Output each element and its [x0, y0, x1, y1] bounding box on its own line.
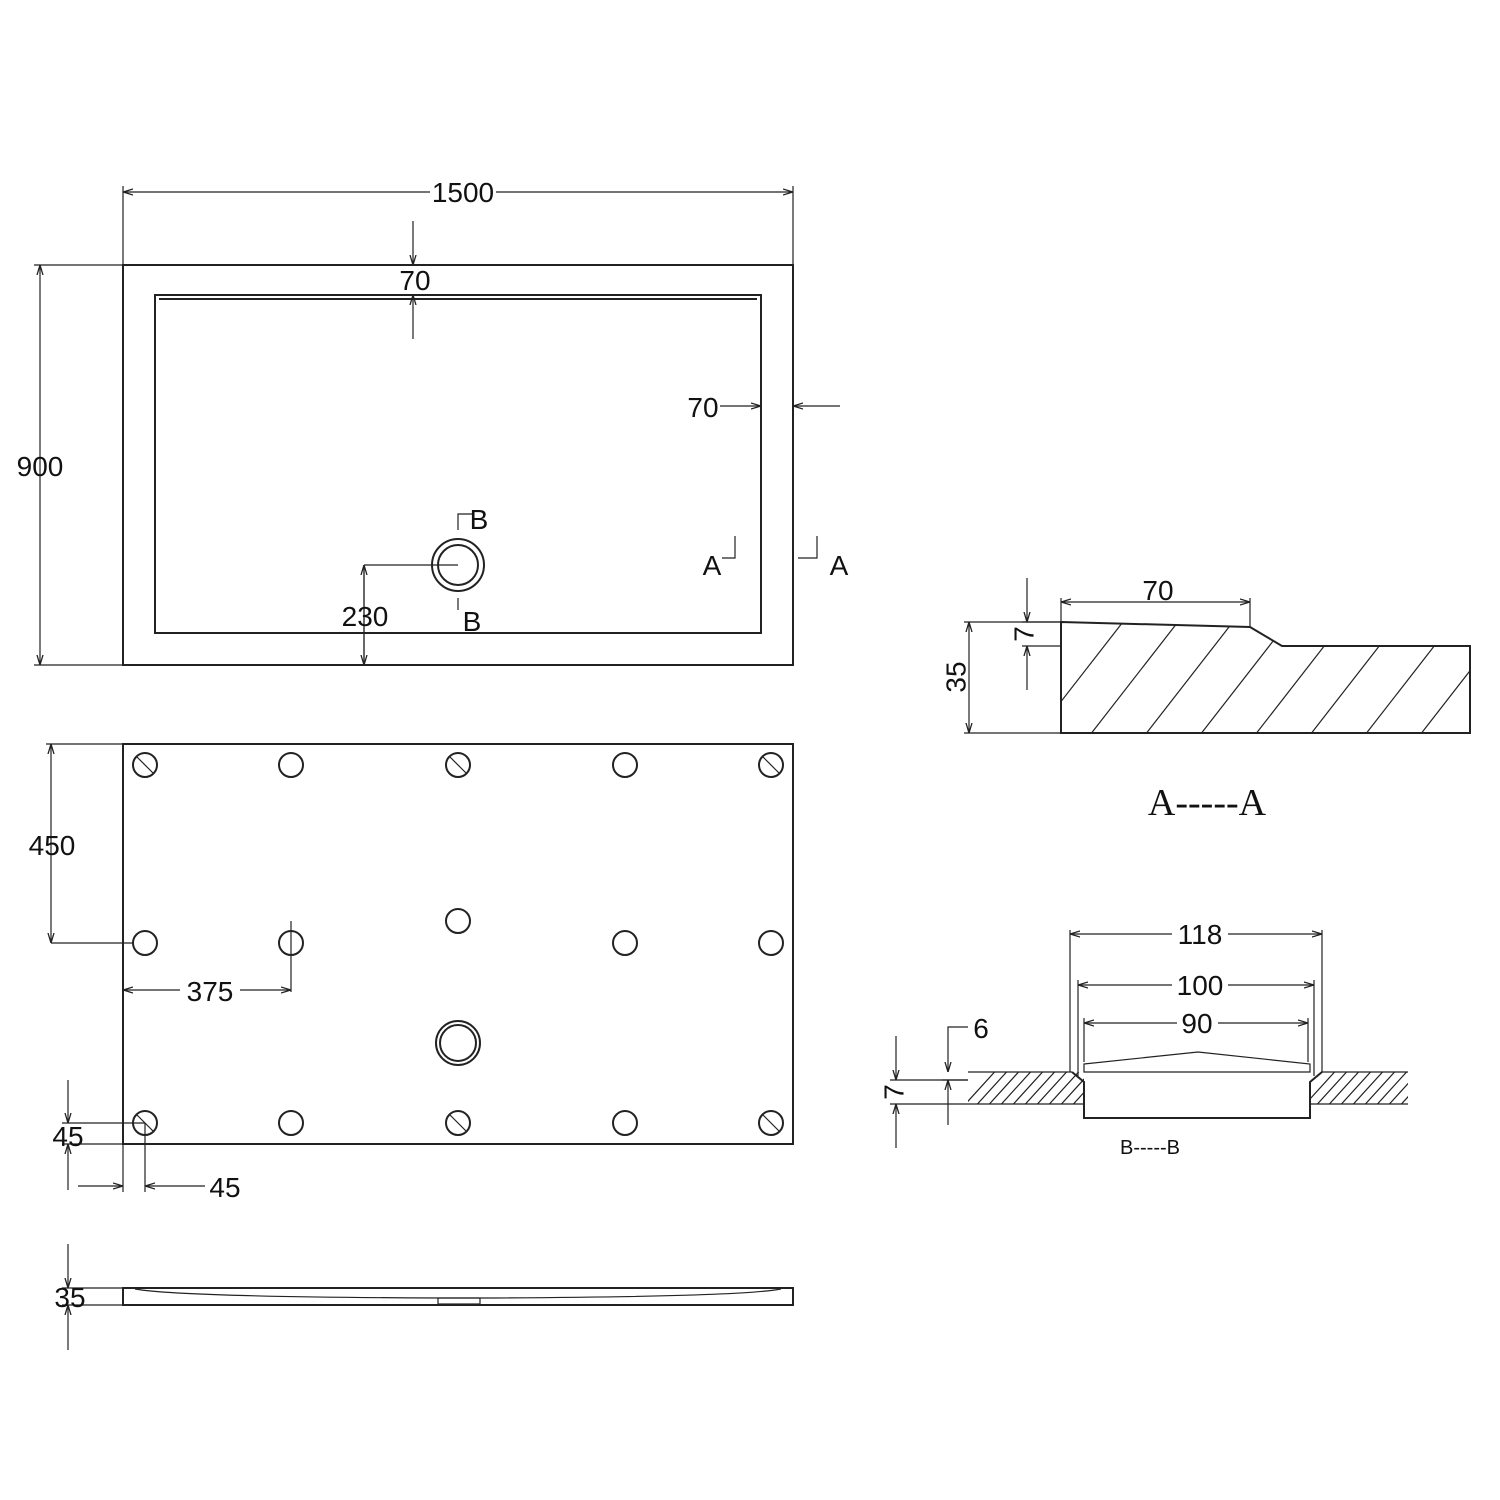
- support-foot: [612, 752, 638, 778]
- dimension-bb-depth-label: 7: [878, 1084, 909, 1100]
- dimension-edge-vertical-label: 45: [52, 1121, 83, 1152]
- side-view: 35: [54, 1244, 794, 1350]
- support-foot: [445, 752, 471, 778]
- dimension-aa-thickness-label: 35: [940, 661, 971, 692]
- dimension-aa-thickness: 35: [940, 621, 1061, 734]
- dimension-waste-offset: 230: [342, 564, 458, 665]
- top-view: 1500 900 70 70 B: [17, 177, 849, 666]
- support-foot: [758, 1110, 784, 1136]
- dimension-edge-horizontal-label: 45: [209, 1172, 240, 1203]
- tray-outline: [122, 264, 794, 666]
- support-foot: [758, 930, 784, 956]
- dimension-rim-top-label: 70: [399, 265, 430, 296]
- dimension-width: 1500: [122, 177, 794, 265]
- support-foot: [132, 752, 158, 778]
- section-bb-waste-grate: [1083, 1051, 1311, 1073]
- section-bb-waste-body: [1071, 1071, 1323, 1119]
- section-bb-hatch-right: [1310, 1072, 1408, 1104]
- tray-inner-basin: [154, 294, 762, 634]
- support-foot: [278, 752, 304, 778]
- dimension-bb-inner-label: 90: [1181, 1008, 1212, 1039]
- dimension-rim-right-label: 70: [687, 392, 718, 423]
- support-foot: [612, 1110, 638, 1136]
- dimension-edge-vertical: 45: [52, 1080, 145, 1190]
- support-feet: [132, 752, 784, 1136]
- tray-side-profile: [122, 1287, 794, 1306]
- support-foot: [758, 752, 784, 778]
- support-foot: [445, 908, 471, 934]
- dimension-height: 900: [17, 264, 123, 666]
- dimension-bb-depth: 7: [878, 1036, 968, 1148]
- bottom-view: 450 375 45 45: [29, 743, 794, 1203]
- dimension-waste-offset-label: 230: [342, 601, 389, 632]
- section-bb-title: B-----B: [1120, 1137, 1180, 1159]
- support-foot: [445, 1110, 471, 1136]
- support-foot: [278, 1110, 304, 1136]
- dimension-bb-middle-label: 100: [1177, 970, 1224, 1001]
- tray-underside: [122, 743, 794, 1145]
- dimension-bb-flange-label: 6: [973, 1013, 989, 1044]
- section-bb-hatch-left: [968, 1072, 1084, 1104]
- dimension-side-thickness: 35: [54, 1244, 123, 1350]
- dimension-leg-horizontal-label: 375: [187, 976, 234, 1007]
- section-aa: 70 7 35 A-----A: [940, 575, 1471, 824]
- dimension-aa-rim-width-label: 70: [1142, 575, 1173, 606]
- dimension-width-label: 1500: [432, 177, 494, 208]
- dimension-aa-rim-width: 70: [1060, 575, 1251, 627]
- dimension-bb-inner: 90: [1083, 1008, 1309, 1062]
- section-aa-title: A-----A: [1148, 782, 1267, 824]
- dimension-edge-horizontal: 45: [78, 1123, 241, 1203]
- dimension-height-label: 900: [17, 451, 64, 482]
- section-bb: 118 100 90 6 7 B-: [878, 919, 1408, 1159]
- section-marker-b-bottom: B: [463, 606, 482, 637]
- waste-underside: [435, 1020, 481, 1066]
- section-marker-b-top: B: [470, 504, 489, 535]
- dimension-leg-vertical-label: 450: [29, 830, 76, 861]
- dimension-rim-right: 70: [687, 392, 840, 423]
- dimension-rim-top: 70: [399, 221, 431, 339]
- dimension-bb-middle: 100: [1077, 970, 1315, 1076]
- dimension-bb-outer-label: 118: [1178, 919, 1223, 950]
- dimension-leg-horizontal: 375: [123, 921, 292, 1007]
- section-aa-outline: [1060, 620, 1471, 734]
- dimension-bb-flange: 6: [942, 1013, 989, 1125]
- section-marker-b: B B: [457, 504, 489, 637]
- dimension-aa-step-label: 7: [1008, 626, 1039, 642]
- support-foot: [612, 930, 638, 956]
- section-marker-a: A A: [703, 536, 849, 581]
- dimension-bb-outer: 118: [1069, 919, 1323, 1072]
- dimension-aa-step: 7: [1008, 578, 1061, 690]
- section-marker-a-right: A: [830, 550, 849, 581]
- dimension-side-thickness-label: 35: [54, 1282, 85, 1313]
- section-marker-a-left: A: [703, 550, 722, 581]
- dimension-leg-vertical: 450: [29, 743, 133, 944]
- support-foot: [132, 930, 158, 956]
